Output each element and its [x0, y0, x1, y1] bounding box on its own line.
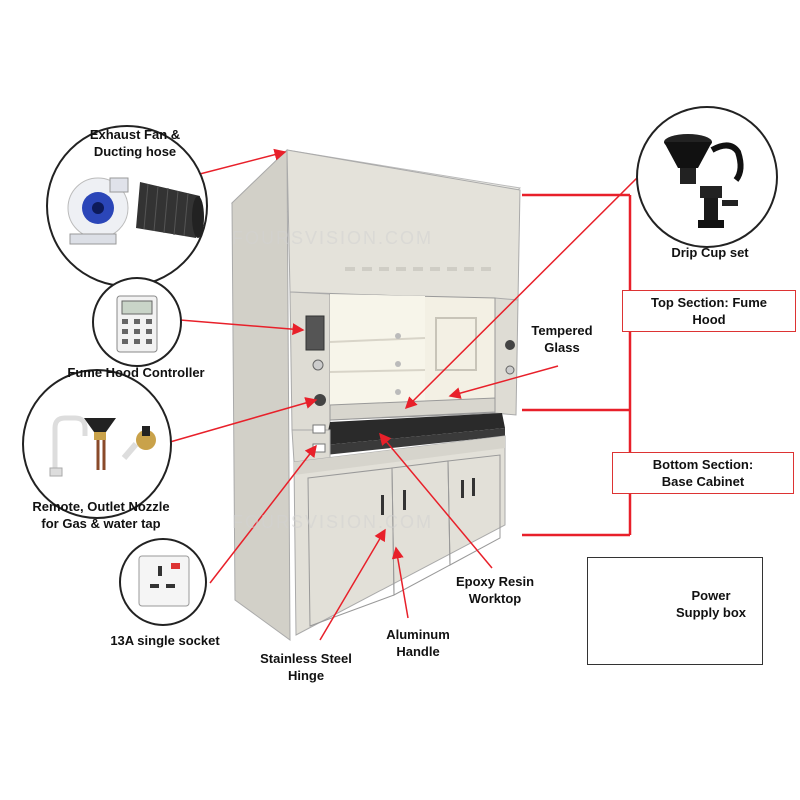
- drip-cup-image: [636, 106, 778, 248]
- label-stainless-hinge: Stainless Steel Hinge: [260, 651, 352, 683]
- label-exhaust-fan: Exhaust Fan & Ducting hose: [89, 127, 181, 159]
- label-power-supply: Power Supply box: [675, 588, 747, 620]
- watermark-top: FOURSVISION.COM: [232, 228, 434, 248]
- label-epoxy-worktop: Epoxy Resin Worktop: [455, 574, 535, 606]
- label-tempered-glass: Tempered Glass: [531, 323, 593, 355]
- label-13a-socket: 13A single socket: [110, 633, 220, 648]
- label-top-section: Top Section: Fume Hood: [622, 290, 796, 332]
- socket-image: [119, 538, 207, 626]
- label-drip-cup: Drip Cup set: [671, 245, 749, 260]
- power-supply-frame: [587, 557, 763, 665]
- gas-water-tap-image: [22, 369, 172, 519]
- annotation-arrows: [169, 148, 651, 641]
- controller-image: [92, 277, 182, 367]
- fume-hood-cabinet: [230, 148, 522, 641]
- label-bottom-section: Bottom Section: Base Cabinet: [612, 452, 794, 494]
- label-fume-hood-controller: Fume Hood Controller: [67, 365, 205, 380]
- label-aluminum-handle: Aluminum Handle: [386, 627, 450, 659]
- label-remote-nozzle: Remote, Outlet Nozzle for Gas & water ta…: [32, 499, 170, 531]
- exhaust-fan-image: [46, 125, 208, 287]
- watermark-bottom: FOURSVISION.COM: [232, 512, 434, 532]
